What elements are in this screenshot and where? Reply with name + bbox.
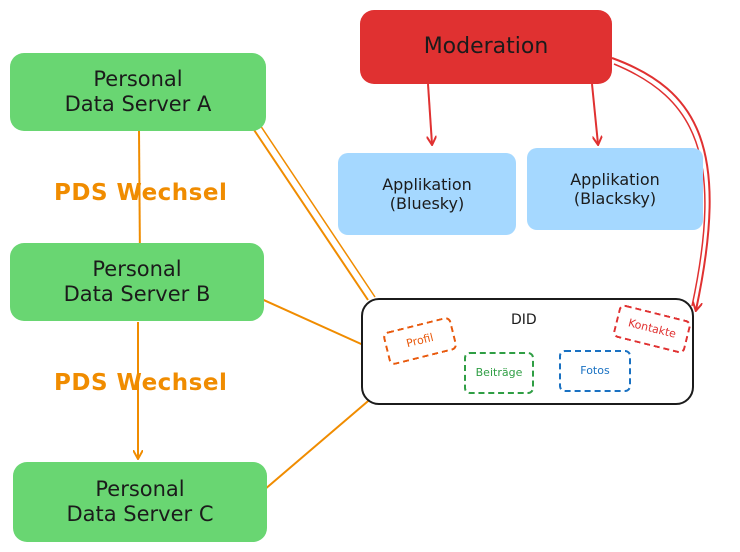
pds-a-label-line2: Data Server A — [64, 92, 212, 116]
did-title: DID — [511, 312, 537, 328]
pds-c-label-line1: Personal — [95, 476, 185, 501]
arrow-pds-a-to-pds-b — [139, 129, 140, 262]
pds-wechsel-label-1: PDS Wechsel — [54, 180, 228, 206]
pds-c-label-line2: Data Server C — [66, 502, 214, 526]
pds-b-label-line1: Personal — [92, 256, 182, 281]
app-bluesky-label-line2: (Bluesky) — [389, 194, 465, 213]
pds-b-label-line2: Data Server B — [63, 282, 211, 306]
pds-b-node[interactable]: Personal Data Server B — [10, 243, 264, 321]
moderation-node[interactable]: Moderation — [360, 10, 612, 84]
arrow-did-to-pds-c — [250, 395, 375, 502]
pds-c-node[interactable]: Personal Data Server C — [13, 462, 267, 542]
arrow-moderation-to-did — [611, 57, 711, 310]
app-blacksky-label-line2: (Blacksky) — [573, 189, 657, 208]
arrow-did-to-pds-a — [238, 106, 369, 301]
app-blacksky-label-line1: Applikation — [570, 169, 660, 189]
app-blacksky-node[interactable]: Applikation (Blacksky) — [527, 148, 703, 230]
arrow-did-to-pds-b — [246, 292, 371, 349]
arrow-moderation-to-blacksky — [591, 83, 598, 144]
pds-a-label-line1: Personal — [93, 66, 183, 91]
app-bluesky-node[interactable]: Applikation (Bluesky) — [338, 153, 516, 235]
chip-fotos[interactable]: Fotos — [559, 350, 631, 392]
did-node[interactable]: DID Profil Beiträge Fotos Kontakte — [361, 298, 694, 405]
chip-kontakte[interactable]: Kontakte — [611, 303, 693, 355]
pds-a-node[interactable]: Personal Data Server A — [10, 53, 266, 131]
chip-profil[interactable]: Profil — [381, 316, 459, 366]
arrow-moderation-to-bluesky — [428, 83, 432, 144]
pds-wechsel-label-2: PDS Wechsel — [54, 370, 228, 396]
moderation-label: Moderation — [423, 33, 549, 59]
app-bluesky-label-line1: Applikation — [382, 174, 472, 194]
chip-beitraege[interactable]: Beiträge — [464, 352, 534, 394]
